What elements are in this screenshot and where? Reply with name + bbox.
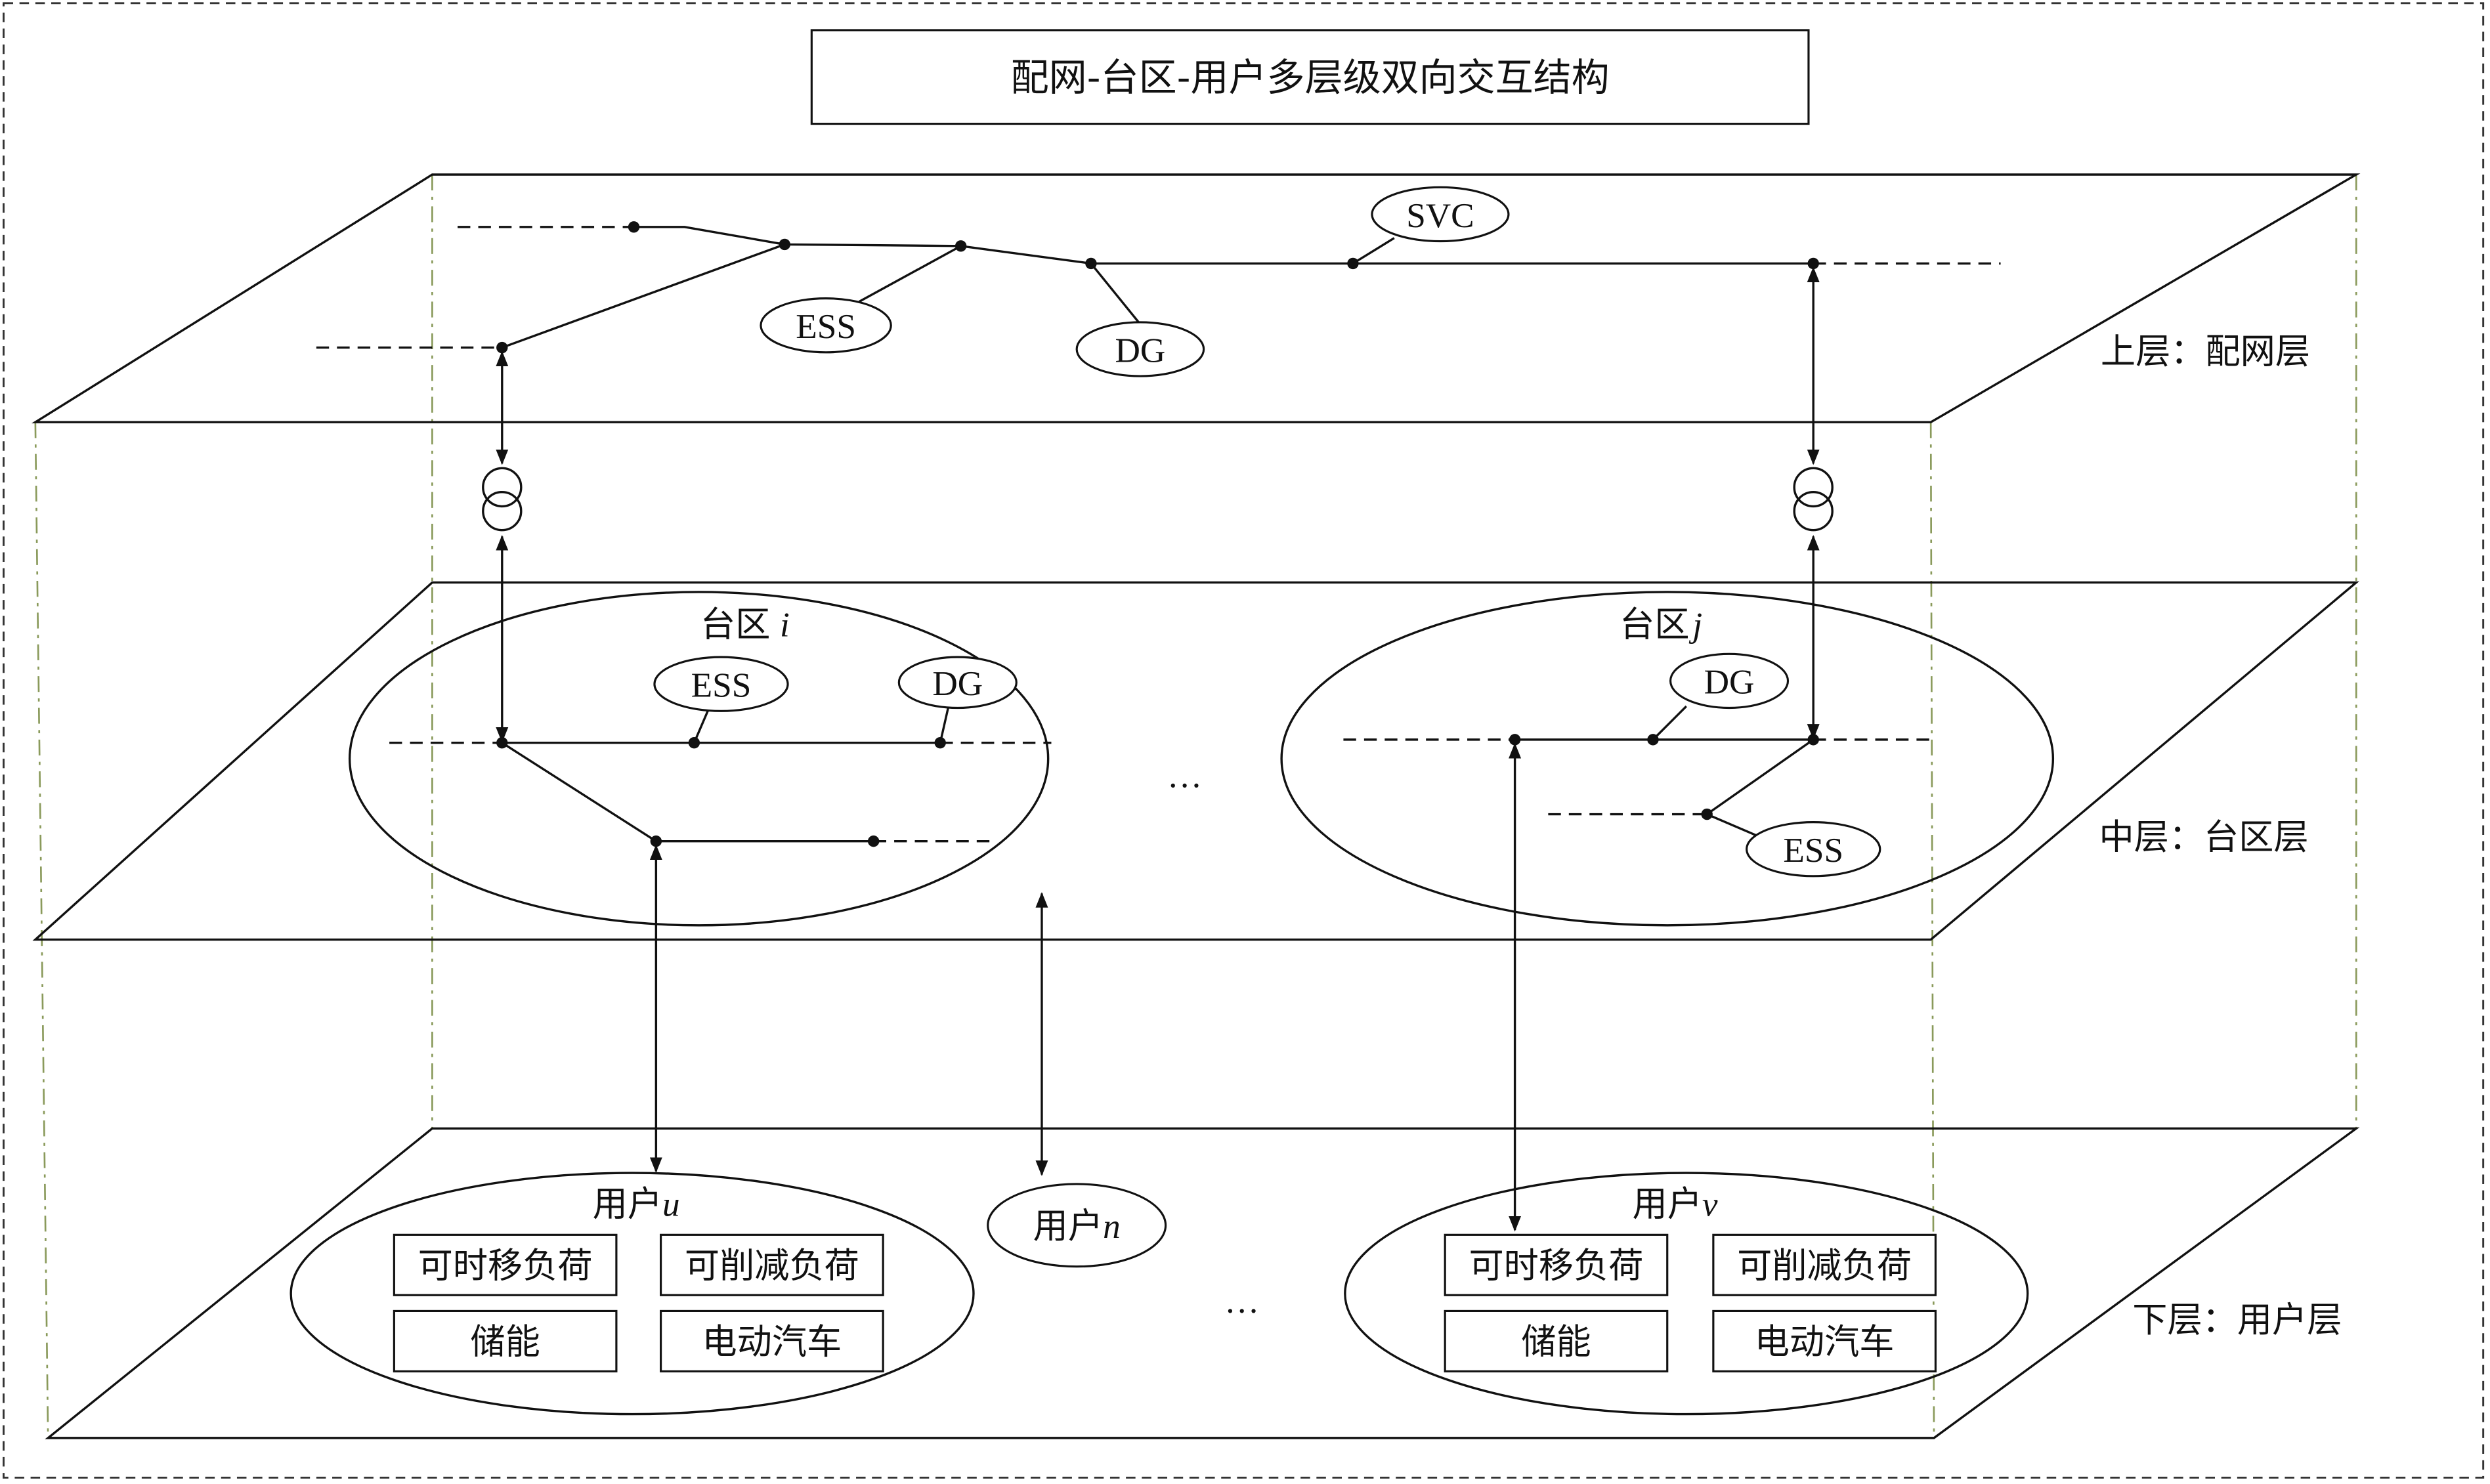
district-i-ess: ESS — [653, 656, 789, 712]
user-v-item: 储能 — [1521, 1322, 1591, 1363]
user-u-item: 可时移负荷 — [418, 1246, 593, 1286]
vertical-guides — [34, 175, 2357, 1438]
upper-dg-label: DG — [1115, 331, 1165, 370]
district-i-dg-label: DG — [932, 664, 983, 703]
lower-ellipsis: … — [1224, 1282, 1259, 1321]
upper-ess-label: ESS — [796, 307, 856, 346]
user-u-item: 可削减负荷 — [685, 1246, 859, 1286]
transformer-left-icon — [482, 467, 523, 532]
lower-layer: 下层：用户层 用户u 可时移负荷 可削减负荷 储能 电动汽车 用户n — [45, 1127, 2360, 1439]
district-i-ess-label: ESS — [691, 666, 752, 705]
user-n: 用户n — [987, 1183, 1167, 1268]
district-i-dg: DG — [897, 656, 1018, 710]
user-u-item: 储能 — [470, 1322, 540, 1363]
user-v-item: 可时移负荷 — [1469, 1246, 1643, 1286]
middle-lower-links — [649, 742, 1522, 1232]
user-v-label: 用户v — [1633, 1183, 1718, 1224]
district-j-ess-label: ESS — [1783, 831, 1843, 870]
transformer-right-icon — [1793, 467, 1834, 532]
user-v-item: 可削减负荷 — [1737, 1246, 1912, 1286]
upper-ess: ESS — [760, 297, 892, 354]
outer-frame — [3, 2, 2485, 1479]
user-u-label: 用户u — [593, 1183, 680, 1224]
user-u-item: 电动汽车 — [702, 1322, 842, 1363]
upper-svc-label: SVC — [1406, 196, 1474, 235]
user-v: 用户v 可时移负荷 可削减负荷 储能 电动汽车 — [1344, 1172, 2029, 1416]
upper-network-lines — [316, 226, 2001, 349]
user-u: 用户u 可时移负荷 可削减负荷 储能 电动汽车 — [290, 1172, 975, 1416]
district-j-ess: ESS — [1746, 821, 1881, 878]
upper-bus-nodes — [496, 221, 1819, 354]
district-j-dg-label: DG — [1704, 663, 1755, 702]
upper-layer-label: 上层：配网层 — [2101, 331, 2310, 372]
upper-svc: SVC — [1371, 186, 1510, 243]
district-j-dg: DG — [1669, 652, 1790, 710]
title-box: 配网-台区-用户多层级双向交互结构 — [810, 29, 1810, 125]
lower-layer-plane — [45, 1127, 2360, 1439]
upper-layer: 上层：配网层 SVC ESS — [31, 173, 2361, 423]
user-v-item: 电动汽车 — [1755, 1322, 1895, 1363]
middle-layer-plane — [32, 581, 2359, 941]
upper-layer-plane — [31, 173, 2361, 423]
upper-middle-links — [496, 266, 1820, 743]
upper-dg: DG — [1075, 321, 1205, 377]
middle-ellipsis: … — [1167, 756, 1202, 795]
middle-layer-label: 中层：台区层 — [2099, 817, 2308, 858]
diagram-title: 配网-台区-用户多层级双向交互结构 — [1011, 55, 1610, 100]
lower-layer-label: 下层：用户层 — [2132, 1300, 2342, 1340]
user-n-label: 用户n — [1033, 1206, 1121, 1246]
